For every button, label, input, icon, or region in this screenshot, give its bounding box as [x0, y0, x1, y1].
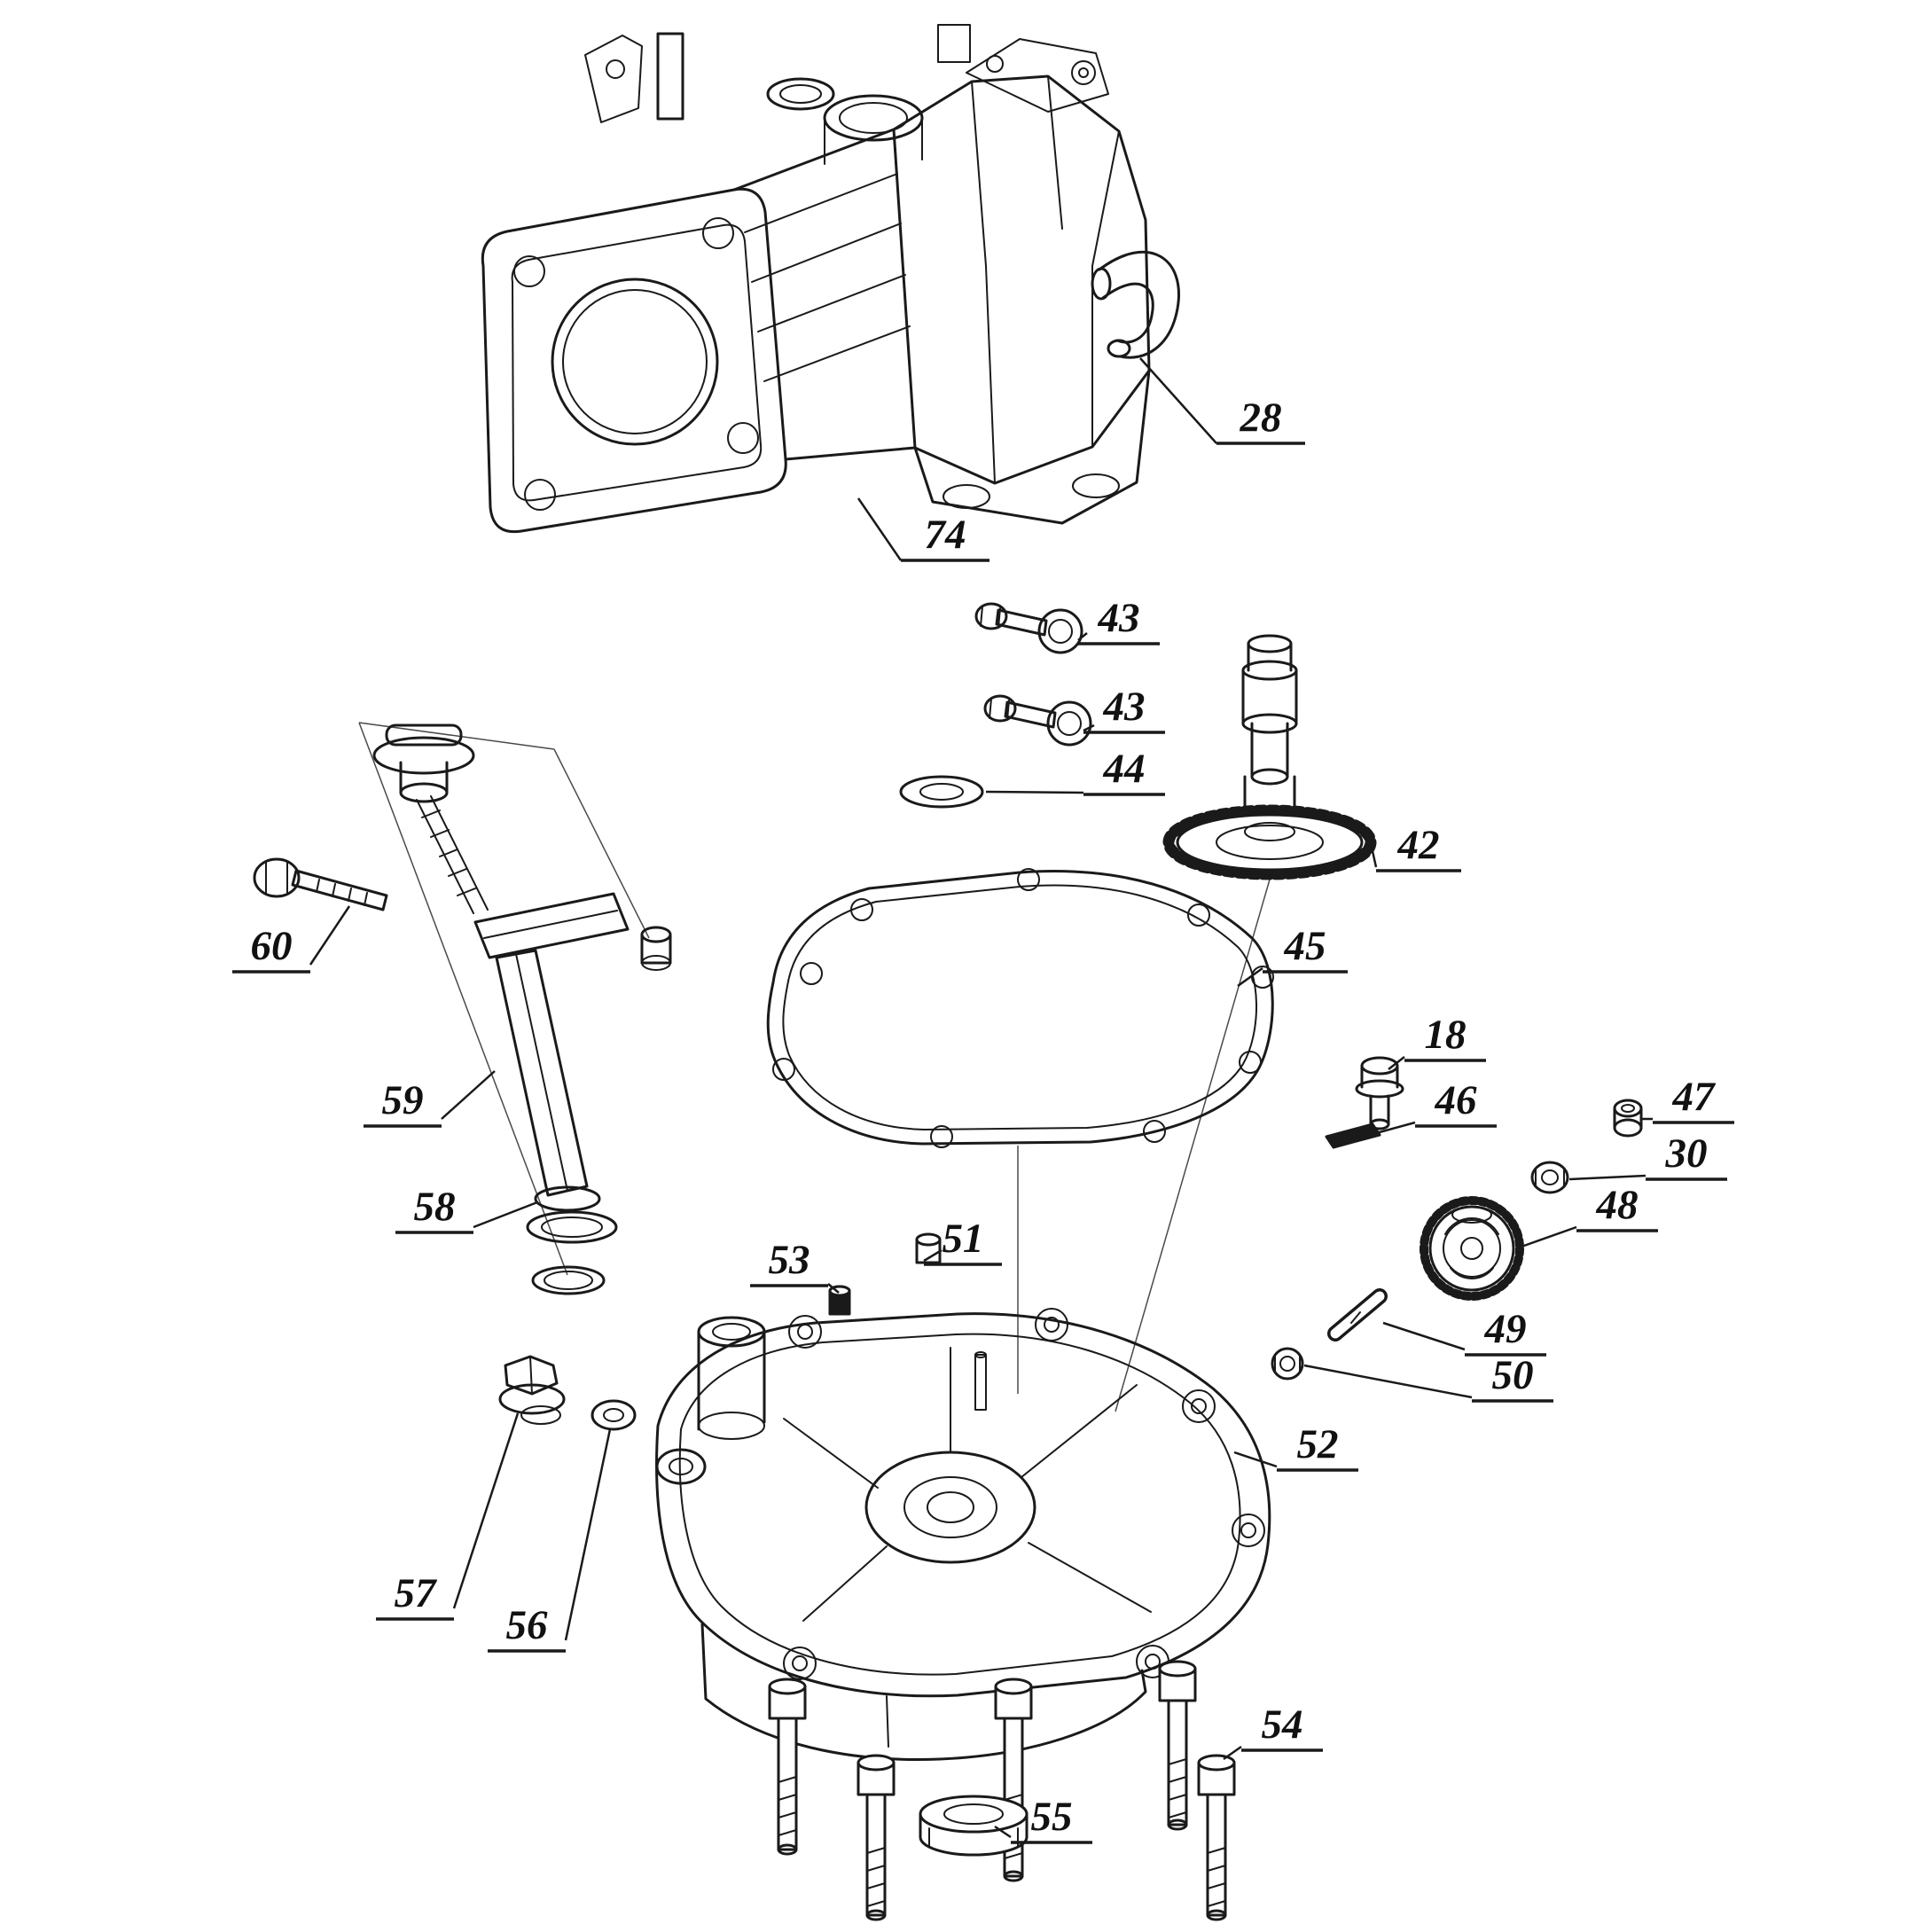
callout-53: 53 [750, 1237, 840, 1294]
callout-57: 57 [376, 1412, 520, 1621]
callout-50: 50 [1303, 1352, 1553, 1403]
part-number-42: 42 [1397, 822, 1440, 868]
callout-43-upper: 43 [1077, 595, 1160, 645]
callout-labels: 28 74 43 43 44 42 [232, 357, 1734, 1844]
part-number-57: 57 [395, 1570, 439, 1616]
part-number-53: 53 [769, 1237, 810, 1283]
part-governor-gear-48 [1420, 1196, 1524, 1301]
part-number-56: 56 [506, 1602, 549, 1648]
parts-drawing [253, 24, 1643, 1921]
pan-bolt [1197, 1754, 1236, 1921]
part-number-74: 74 [925, 512, 966, 558]
callout-55: 55 [994, 1794, 1092, 1844]
assembly-alignment-lines [358, 722, 1271, 1412]
part-number-46: 46 [1435, 1077, 1478, 1123]
part-number-43: 43 [1098, 595, 1140, 641]
part-bushing-47 [1613, 1099, 1643, 1138]
part-number-60: 60 [251, 923, 293, 969]
callout-30: 30 [1568, 1130, 1727, 1181]
callout-47: 47 [1642, 1074, 1734, 1124]
callout-43-lower: 43 [1083, 684, 1165, 734]
callout-44: 44 [985, 746, 1165, 796]
part-number-45: 45 [1284, 923, 1326, 969]
part-number-49: 49 [1484, 1306, 1527, 1352]
callout-60: 60 [232, 905, 351, 974]
callout-56: 56 [488, 1428, 612, 1653]
pan-bolt [856, 1754, 896, 1921]
part-camshaft-gear-42 [1162, 634, 1377, 880]
callout-59: 59 [364, 1070, 496, 1128]
part-number-18: 18 [1425, 1012, 1467, 1058]
callout-49: 49 [1382, 1306, 1546, 1357]
part-number-47: 47 [1672, 1074, 1717, 1120]
part-pin-49 [1327, 1288, 1388, 1341]
part-spacer-53 [828, 1285, 851, 1316]
part-washer-56 [591, 1399, 637, 1431]
part-drain-plug-57 [498, 1355, 566, 1425]
part-number-55: 55 [1031, 1794, 1073, 1840]
callout-51: 51 [923, 1216, 1002, 1266]
part-engine-assembly-74 [481, 24, 1180, 534]
part-bolt-washer-43-lower [983, 694, 1092, 747]
part-number-54: 54 [1262, 1701, 1303, 1748]
callout-48: 48 [1521, 1182, 1658, 1248]
part-breather-hose-28 [1091, 250, 1180, 359]
part-washer-44 [899, 775, 984, 809]
callout-52: 52 [1233, 1421, 1358, 1472]
part-washer-30 [1530, 1161, 1569, 1194]
part-gasket-45 [766, 868, 1274, 1148]
part-number-48: 48 [1596, 1182, 1639, 1228]
callout-42: 42 [1371, 822, 1461, 872]
part-nut-50 [1271, 1347, 1304, 1381]
part-number-51: 51 [943, 1216, 984, 1262]
part-number-59: 59 [382, 1077, 424, 1123]
part-number-58: 58 [414, 1184, 456, 1230]
part-pan-bolts-54 [768, 1660, 1236, 1921]
part-number-44: 44 [1103, 746, 1146, 792]
pan-bolt [1158, 1660, 1197, 1831]
part-number-50: 50 [1492, 1352, 1534, 1398]
part-number-52: 52 [1297, 1421, 1339, 1467]
callout-45: 45 [1237, 923, 1348, 988]
part-key-46 [1325, 1122, 1381, 1149]
part-bolt-60 [253, 857, 388, 911]
callout-58: 58 [395, 1184, 538, 1234]
part-oil-seal-55 [919, 1795, 1029, 1857]
callout-54: 54 [1223, 1701, 1323, 1761]
part-number-30: 30 [1665, 1130, 1708, 1177]
callout-74: 74 [856, 497, 989, 562]
part-number-43b: 43 [1103, 684, 1146, 730]
part-bolt-washer-43-upper [974, 602, 1083, 654]
pan-bolt [768, 1678, 807, 1856]
callout-46: 46 [1375, 1077, 1497, 1135]
part-dipstick-assembly-58-59 [372, 724, 672, 1295]
callout-18: 18 [1388, 1012, 1486, 1070]
part-flange-bolt-18 [1355, 1056, 1404, 1130]
part-number-28: 28 [1240, 395, 1282, 441]
callout-28: 28 [1139, 357, 1305, 445]
